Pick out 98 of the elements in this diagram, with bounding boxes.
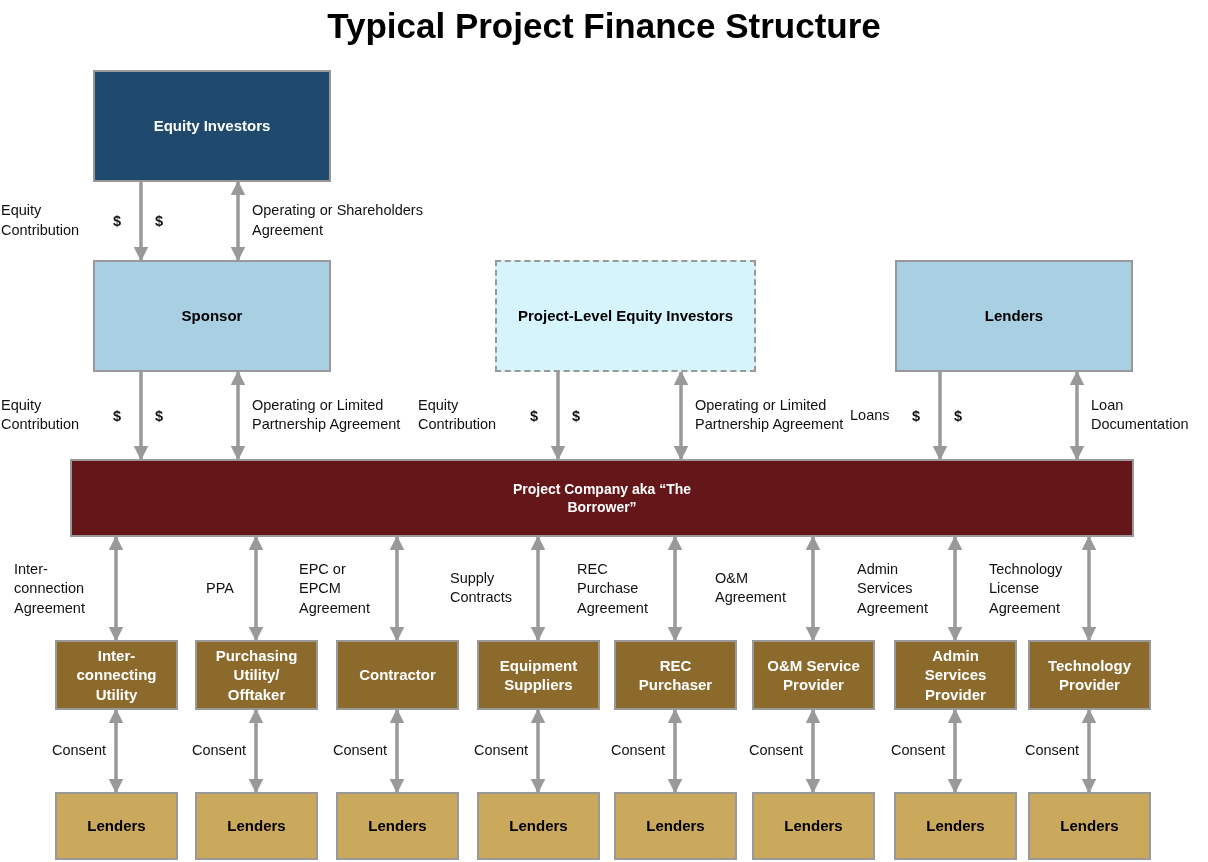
currency-label: $ <box>113 407 122 424</box>
arrow <box>248 708 264 794</box>
process-box <box>894 640 1017 710</box>
arrow <box>947 535 963 642</box>
box-label: Lenders <box>368 816 427 836</box>
box-label: Lenders <box>1060 816 1119 836</box>
edge-label: Inter-connection Agreement <box>14 559 86 618</box>
box-label: Inter-connecting Utility <box>75 645 158 705</box>
edge-label: EPC or EPCM Agreement <box>299 559 371 618</box>
arrow <box>133 372 149 461</box>
box-label: Lenders <box>784 816 843 836</box>
arrow <box>230 180 246 262</box>
edge-label: Consent <box>191 741 246 761</box>
edge-label: Consent <box>473 741 528 761</box>
currency-label: $ <box>113 213 122 229</box>
arrow <box>667 535 683 642</box>
arrow <box>805 708 821 794</box>
currency-label: $ <box>954 407 963 424</box>
process-box <box>1028 792 1151 860</box>
box-label: Contractor <box>359 665 436 685</box>
currency-label: $ <box>572 407 581 424</box>
process-box <box>195 640 318 710</box>
box-label: Admin Services Provider <box>923 645 988 705</box>
edge-label: Consent <box>610 741 665 761</box>
process-box <box>195 792 318 860</box>
arrow <box>389 708 405 794</box>
arrow <box>550 372 566 461</box>
process-box <box>752 792 875 860</box>
box-label: Project Company aka “The Borrower” <box>511 479 693 517</box>
process-box <box>752 640 875 710</box>
process-box <box>614 640 737 710</box>
edge-label: Consent <box>748 741 803 761</box>
box-label: REC Purchaser <box>637 655 714 695</box>
box-label: Equity Investors <box>153 116 271 136</box>
edge-label: Operating or Shareholders Agreement <box>252 201 424 240</box>
currency-label: $ <box>530 407 539 424</box>
arrow <box>108 535 124 642</box>
edge-label: Consent <box>890 741 945 761</box>
box-label: Lenders <box>87 816 146 836</box>
box-label: Lenders <box>646 816 705 836</box>
box-label: Purchasing Utility/ Offtaker <box>214 645 299 705</box>
currency-label: $ <box>155 407 164 424</box>
arrow <box>248 535 264 642</box>
process-box <box>1028 640 1151 710</box>
box-label: Project-Level Equity Investors <box>517 306 734 326</box>
box-label: O&M Service Provider <box>766 655 861 695</box>
process-box <box>614 792 737 860</box>
arrow <box>1069 370 1085 461</box>
box-label: Technology Provider <box>1046 655 1133 695</box>
process-box <box>93 70 331 182</box>
arrow <box>1081 535 1097 642</box>
edge-label: Operating or Limited Partnership Agreement <box>252 395 402 435</box>
box-label: Lenders <box>509 816 568 836</box>
box-label: Lenders <box>227 816 286 836</box>
arrow <box>108 708 124 794</box>
process-box <box>55 792 178 860</box>
process-box <box>55 640 178 710</box>
edge-label: PPA <box>206 578 235 598</box>
edge-label: Equity Contribution <box>418 395 498 435</box>
box-label: Lenders <box>926 816 985 836</box>
box-label: Equipment Suppliers <box>498 655 579 695</box>
edge-label: Consent <box>51 741 106 761</box>
arrow <box>530 535 546 642</box>
arrow <box>805 535 821 642</box>
edge-label: REC Purchase Agreement <box>577 559 649 618</box>
arrow <box>667 708 683 794</box>
edge-label: Consent <box>1024 741 1079 761</box>
arrow <box>1081 708 1097 794</box>
edge-label: O&M Agreement <box>715 568 787 608</box>
edge-label: Loans <box>850 405 891 425</box>
arrow <box>932 372 948 461</box>
process-box <box>477 640 600 710</box>
process-box <box>895 260 1133 372</box>
process-box <box>93 260 331 372</box>
process-box <box>495 260 756 372</box>
currency-label: $ <box>155 213 164 229</box>
box-label: Sponsor <box>181 306 243 326</box>
arrow <box>230 370 246 461</box>
edge-label: Consent <box>332 741 387 761</box>
edge-label: Loan Documentation <box>1091 395 1190 435</box>
edge-label: Equity Contribution <box>1 201 81 240</box>
edge-label: Admin Services Agreement <box>857 559 929 618</box>
edge-label: Equity Contribution <box>1 395 81 435</box>
diagram-title: Typical Project Finance Structure <box>326 6 882 46</box>
arrow <box>947 708 963 794</box>
edge-label: Technology License Agreement <box>989 559 1064 618</box>
process-box <box>70 459 1134 537</box>
process-box <box>336 792 459 860</box>
box-label: Lenders <box>984 306 1044 326</box>
currency-label: $ <box>912 407 921 424</box>
edge-label: Supply Contracts <box>450 568 514 608</box>
process-box <box>894 792 1017 860</box>
arrow <box>673 370 689 461</box>
process-box <box>477 792 600 860</box>
arrow <box>389 535 405 642</box>
arrow <box>133 182 149 262</box>
process-box <box>336 640 459 710</box>
arrow <box>530 708 546 794</box>
